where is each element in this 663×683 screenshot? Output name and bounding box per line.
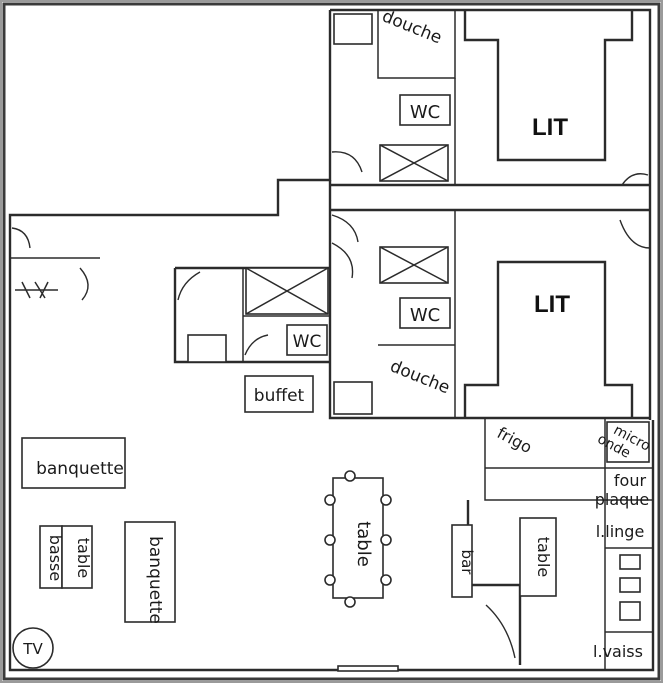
vaiss-label: l.vaiss: [593, 642, 643, 661]
doors: [11, 151, 651, 659]
table-main-label: table: [353, 521, 374, 567]
bar-label: bar: [458, 550, 476, 576]
fixtures: [12, 13, 650, 672]
shower-bottom-label: douche: [387, 356, 452, 398]
table-small-label: table: [534, 537, 553, 578]
fridge-label: frigo: [494, 423, 535, 457]
tv-label: TV: [22, 640, 43, 658]
table-basse-2-label: basse: [46, 535, 65, 581]
four-label: four: [614, 471, 647, 490]
shower-top-label: douche: [379, 6, 444, 48]
walls: [8, 8, 655, 672]
sofa-left-label: banquette: [36, 459, 124, 479]
wc-small-label: WC: [293, 332, 322, 352]
bed-bottom-label: LIT: [534, 291, 570, 318]
wc-bottom-label: WC: [410, 305, 440, 326]
plaque-label: plaque: [595, 490, 650, 509]
sofa-middle-label: banquette: [145, 536, 165, 624]
linge-label: l.linge: [596, 522, 645, 541]
table-basse-1-label: table: [74, 538, 93, 579]
buffet-label: buffet: [254, 386, 305, 406]
bed-top-label: LIT: [532, 114, 568, 141]
wc-top-label: WC: [410, 102, 440, 123]
